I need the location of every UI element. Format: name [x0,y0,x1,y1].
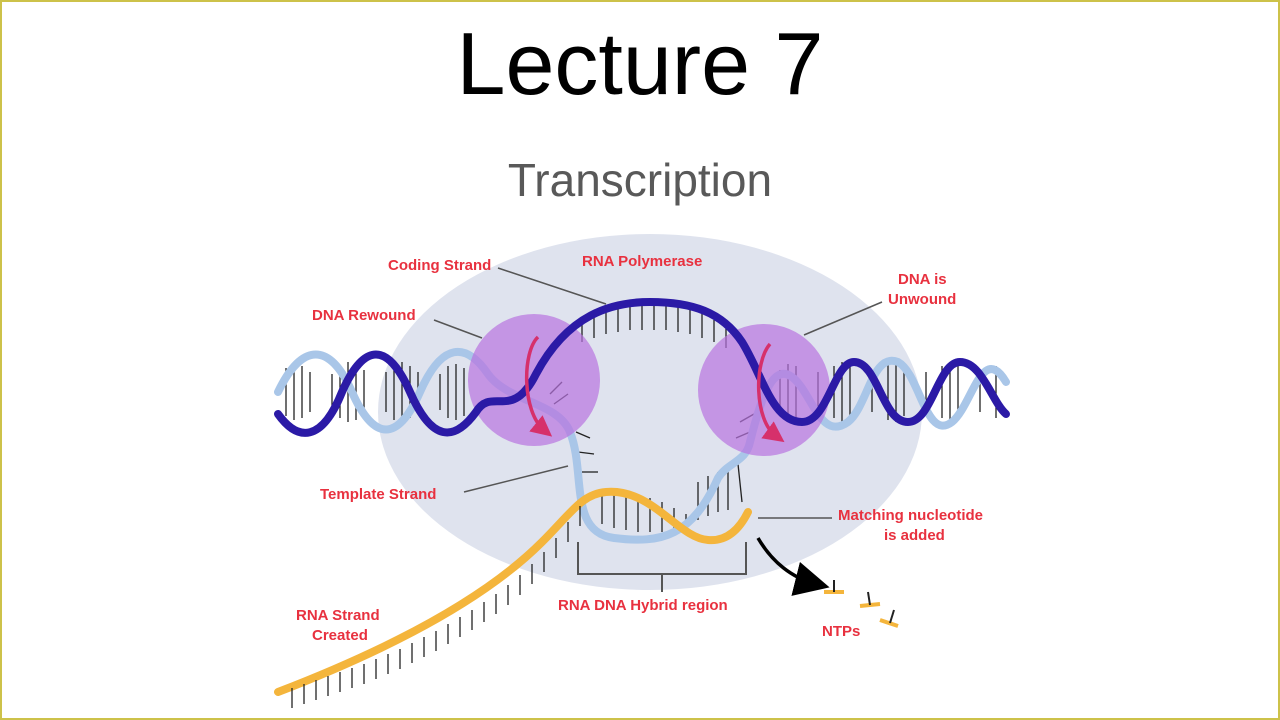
label-dna-unwound-line2: Unwound [888,291,956,308]
slide-subtitle: Transcription [507,154,773,206]
label-matching-line1: Matching nucleotide [838,507,983,524]
label-rna-polymerase: RNA Polymerase [582,253,702,270]
label-dna-rewound: DNA Rewound [312,307,416,324]
label-matching-line2: is added [884,527,945,544]
label-template-strand: Template Strand [320,486,436,503]
label-dna-unwound-line1: DNA is [898,271,947,288]
coding-strand [274,297,1010,437]
hybrid-region-bracket [577,542,747,592]
ntp-arrow [756,537,830,596]
label-hybrid-region: RNA DNA Hybrid region [558,597,728,614]
label-rna-strand-line1: RNA Strand [296,607,380,624]
template-strand [274,347,1010,544]
label-ntps: NTPs [822,623,860,640]
slide-title: Lecture 7 [456,14,824,113]
unwind-rotation-arrow [756,342,785,443]
label-coding-strand: Coding Strand [388,257,491,274]
transcription-diagram: Coding Strand RNA Polymerase DNA Rewound… [274,234,1010,708]
free-ntps [824,580,899,628]
rna-strand [274,487,752,696]
rewind-rotation-arrow [524,335,553,437]
label-rna-strand-line2: Created [312,627,368,644]
rna-nucleotide-ticks [291,506,581,708]
leader-lines [433,267,883,519]
